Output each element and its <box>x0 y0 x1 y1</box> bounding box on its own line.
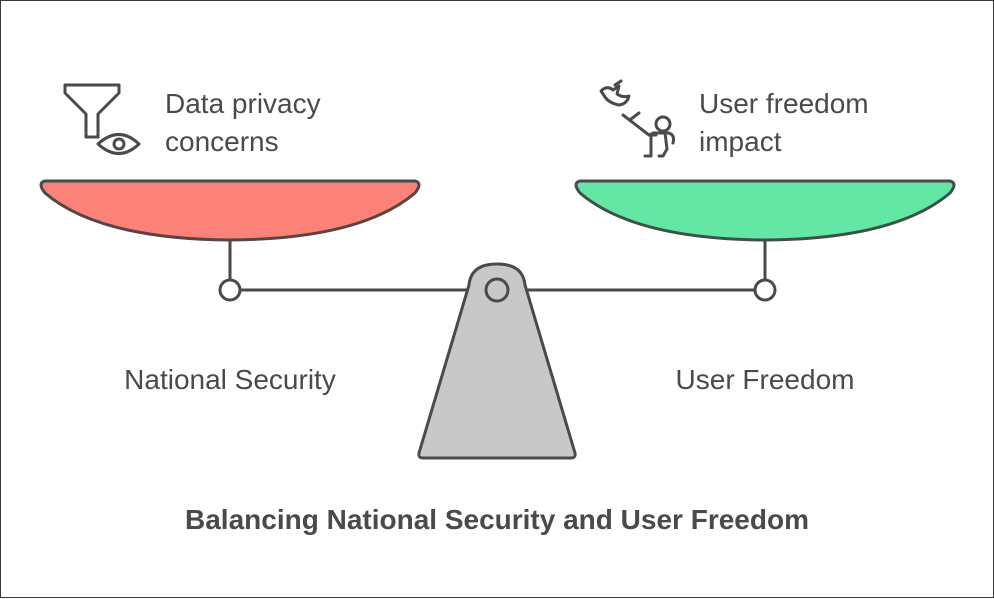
right-caption-line-2: impact <box>699 126 782 157</box>
diagram-title: Balancing National Security and User Fre… <box>185 504 809 535</box>
left-pan <box>39 179 421 242</box>
right-pan <box>574 179 956 242</box>
left-caption-line-1: Data privacy <box>165 88 321 119</box>
left-label: National Security <box>124 364 336 395</box>
right-caption-line-1: User freedom <box>699 88 869 119</box>
left-caption-line-2: concerns <box>165 126 279 157</box>
right-joint <box>753 278 777 302</box>
person-releasing-bird-icon <box>599 79 675 158</box>
funnel-eye-icon <box>63 83 141 155</box>
pivot-pin <box>484 277 510 303</box>
fulcrum <box>417 262 577 460</box>
right-label: User Freedom <box>676 364 855 395</box>
left-joint <box>218 278 242 302</box>
